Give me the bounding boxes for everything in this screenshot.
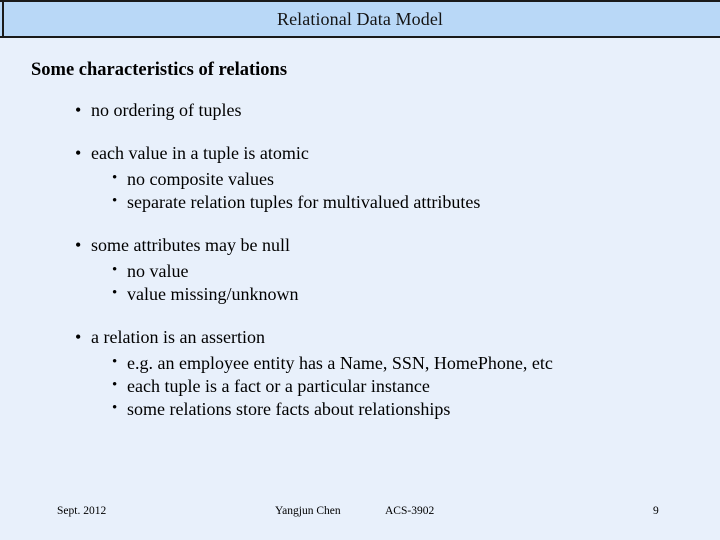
footer-author: Yangjun Chen — [275, 505, 341, 517]
bullet-text: some relations store facts about relatio… — [127, 398, 451, 419]
bullet-dot-icon: • — [112, 261, 118, 278]
bullet-dot-icon: • — [112, 353, 118, 370]
bullet-dot-icon: • — [112, 376, 118, 393]
slide-footer: Sept. 2012 Yangjun Chen ACS-3902 9 — [0, 505, 720, 530]
bullet-text: separate relation tuples for multivalued… — [127, 191, 481, 212]
bullet-item-level-2: • some relations store facts about relati… — [112, 399, 687, 421]
bullet-dot-icon: • — [75, 100, 82, 120]
bullet-item-level-2: • no composite values — [112, 169, 687, 191]
bullet-item-level-2: • separate relation tuples for multivalue… — [112, 192, 687, 214]
page-title: Relational Data Model — [276, 9, 444, 29]
slide-title-bar: Relational Data Model — [0, 0, 720, 38]
bullet-dot-icon: • — [112, 169, 118, 186]
bullet-item-level-1: • a relation is an assertion — [75, 327, 691, 349]
bullet-text: no composite values — [127, 168, 274, 189]
footer-course: ACS-3902 — [385, 505, 435, 517]
footer-date: Sept. 2012 — [57, 505, 107, 517]
bullet-item-level-2: • value missing/unknown — [112, 284, 687, 306]
bullet-item-level-2: • e.g. an employee entity has a Name, SSN… — [112, 353, 687, 375]
bullet-text: some attributes may be null — [91, 234, 290, 255]
bullet-dot-icon: • — [75, 234, 82, 255]
bullet-dot-icon: • — [112, 399, 118, 416]
section-heading: Some characteristics of relations — [31, 60, 288, 80]
bullet-dot-icon: • — [112, 192, 118, 209]
bullet-text: e.g. an employee entity has a Name, SSN,… — [127, 352, 553, 373]
bullet-text: value missing/unknown — [127, 283, 299, 304]
bullet-item-level-2: • each tuple is a fact or a particular in… — [112, 376, 687, 398]
bullet-list: • no ordering of tuples • each value in a t… — [0, 100, 720, 420]
bullet-dot-icon: • — [75, 142, 82, 163]
bullet-item-level-1: • each value in a tuple is atomic — [75, 143, 691, 165]
bullet-text: no ordering of tuples — [91, 100, 242, 120]
bullet-dot-icon: • — [75, 326, 82, 347]
footer-page-number: 9 — [653, 505, 659, 517]
slide-body: Some characteristics of relations • no or… — [0, 38, 720, 500]
bullet-text: each tuple is a fact or a particular ins… — [127, 375, 430, 396]
bullet-item-level-1: • some attributes may be null — [75, 235, 691, 257]
bullet-text: a relation is an assertion — [91, 326, 265, 347]
bullet-text: no value — [127, 260, 189, 281]
bullet-item-level-1: • no ordering of tuples — [75, 100, 691, 122]
bullet-item-level-2: • no value — [112, 261, 687, 283]
bullet-text: each value in a tuple is atomic — [91, 142, 309, 163]
bullet-dot-icon: • — [112, 284, 118, 301]
